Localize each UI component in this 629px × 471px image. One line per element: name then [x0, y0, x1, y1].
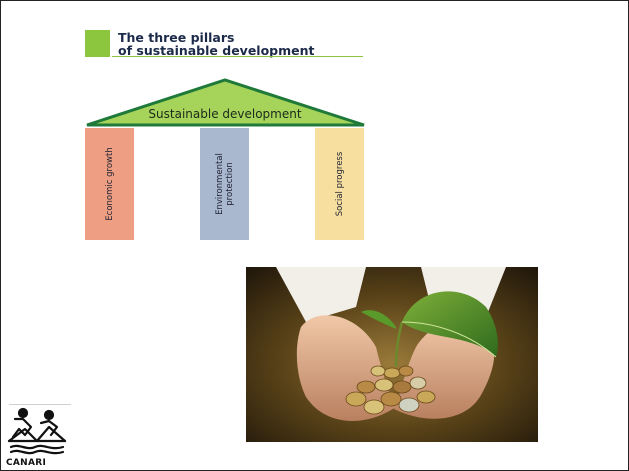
pillar-label-economic: Economic growth [104, 147, 115, 221]
pillar-label-social: Social progress [334, 151, 345, 217]
diagram-title: The three pillars of sustainable develop… [118, 31, 315, 57]
roof-label: Sustainable development [148, 107, 302, 121]
pillar-label-environmental-line2: protection [224, 162, 235, 206]
roof-shape [86, 78, 365, 127]
diagram-title-line1: The three pillars [118, 30, 235, 45]
pillar-label-environmental-line1: Environmental [214, 153, 225, 215]
hands-coins-seedling-image [246, 267, 538, 442]
diagram-title-line2: of sustainable development [118, 43, 315, 58]
pillar-social-progress: Social progress [315, 128, 364, 240]
title-underline [112, 56, 363, 57]
pillar-economic-growth: Economic growth [85, 128, 134, 240]
pillar-environmental-protection: Environmental protection [200, 128, 249, 240]
logo-divider [9, 404, 71, 405]
canari-logo-icon [7, 407, 67, 455]
canari-logo-text: CANARI [6, 458, 47, 468]
pillar-label-environmental: Environmental protection [215, 153, 235, 215]
title-accent-square [85, 30, 110, 57]
